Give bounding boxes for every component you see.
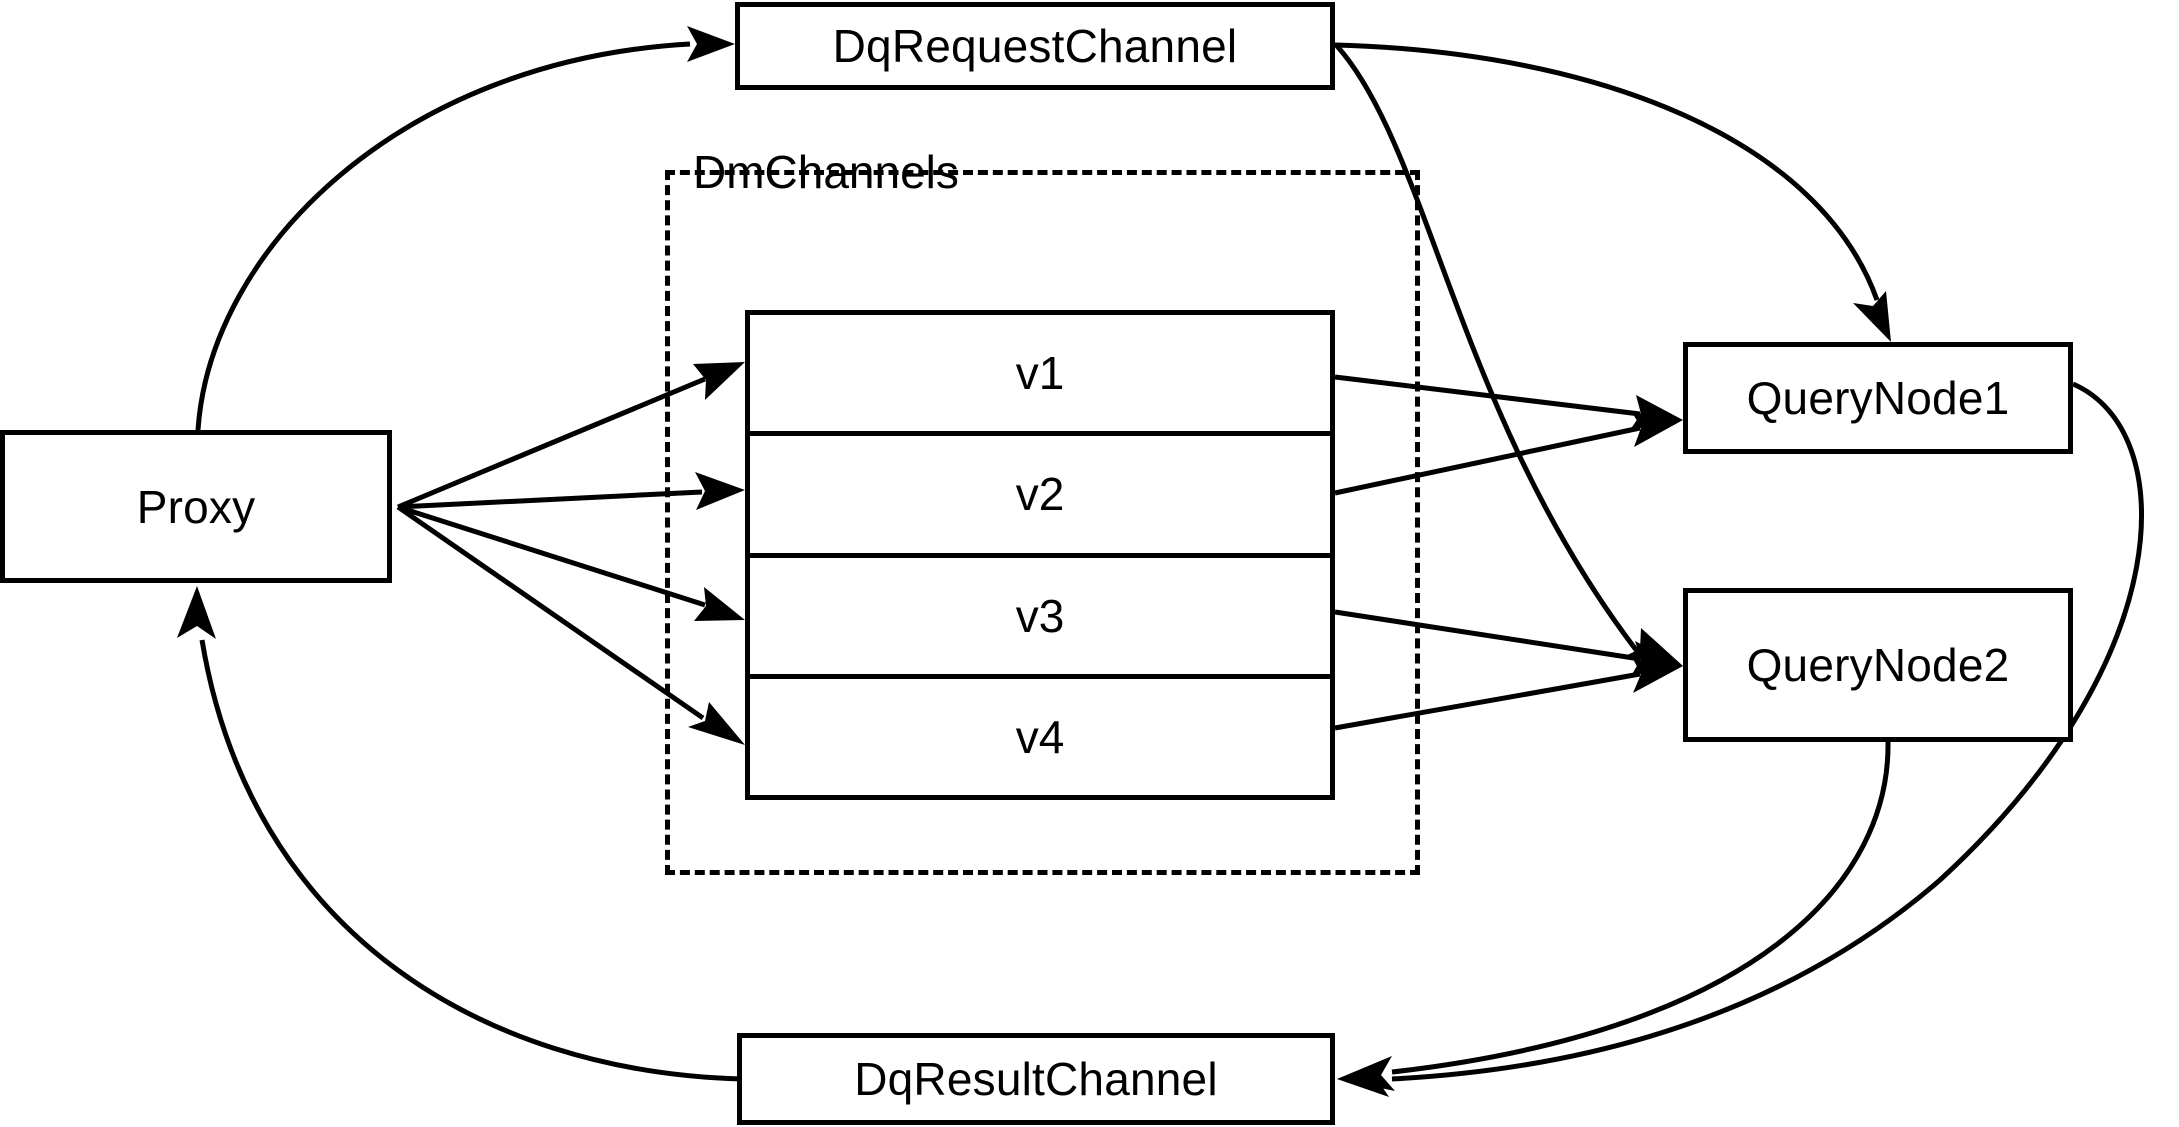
node-proxy-label: Proxy: [136, 480, 256, 533]
node-dq-request-channel-label: DqRequestChannel: [832, 20, 1238, 72]
dm-channel-label-v4: v4: [1015, 710, 1065, 763]
node-query-node-1[interactable]: QueryNode1: [1683, 342, 2073, 454]
edge-dq-request-to-query-node-2: [1335, 44, 1683, 666]
dm-channels-group: [665, 170, 1420, 875]
dm-channel-row-v2[interactable]: v2: [750, 436, 1330, 558]
edge-v4-to-query-node-2: [1334, 659, 1683, 731]
edge-proxy-to-dq-request: [195, 26, 735, 431]
dm-channels-title: DmChannels: [693, 146, 959, 198]
dm-channel-row-v1[interactable]: v1: [750, 315, 1330, 437]
edge-dq-result-to-proxy: [177, 586, 743, 1082]
dm-channel-label-v3: v3: [1015, 589, 1065, 642]
dm-channel-label-v2: v2: [1015, 468, 1065, 521]
dm-channel-label-v1: v1: [1015, 347, 1065, 400]
node-query-node-2[interactable]: QueryNode2: [1683, 588, 2073, 742]
dm-channel-row-v4[interactable]: v4: [750, 679, 1330, 795]
edge-proxy-to-v1: [397, 362, 745, 510]
node-query-node-1-label: QueryNode1: [1746, 372, 2010, 424]
edge-v2-to-query-node-1: [1334, 412, 1683, 496]
edge-query-node-2-to-dq-result: [1337, 741, 1891, 1091]
node-dq-request-channel[interactable]: DqRequestChannel: [735, 2, 1335, 90]
dm-channel-row-v3[interactable]: v3: [750, 558, 1330, 679]
node-proxy[interactable]: Proxy: [0, 430, 392, 583]
edge-dq-request-to-query-node-1: [1334, 42, 1891, 342]
node-dq-result-channel[interactable]: DqResultChannel: [737, 1033, 1335, 1125]
dm-channel-stack: v1 v2 v3 v4: [745, 310, 1335, 800]
node-query-node-2-label: QueryNode2: [1746, 639, 2010, 691]
edge-proxy-to-v2: [397, 472, 745, 510]
node-dq-result-channel-label: DqResultChannel: [854, 1053, 1218, 1105]
edge-proxy-to-v3: [397, 504, 745, 621]
edge-proxy-to-v4: [396, 504, 745, 745]
